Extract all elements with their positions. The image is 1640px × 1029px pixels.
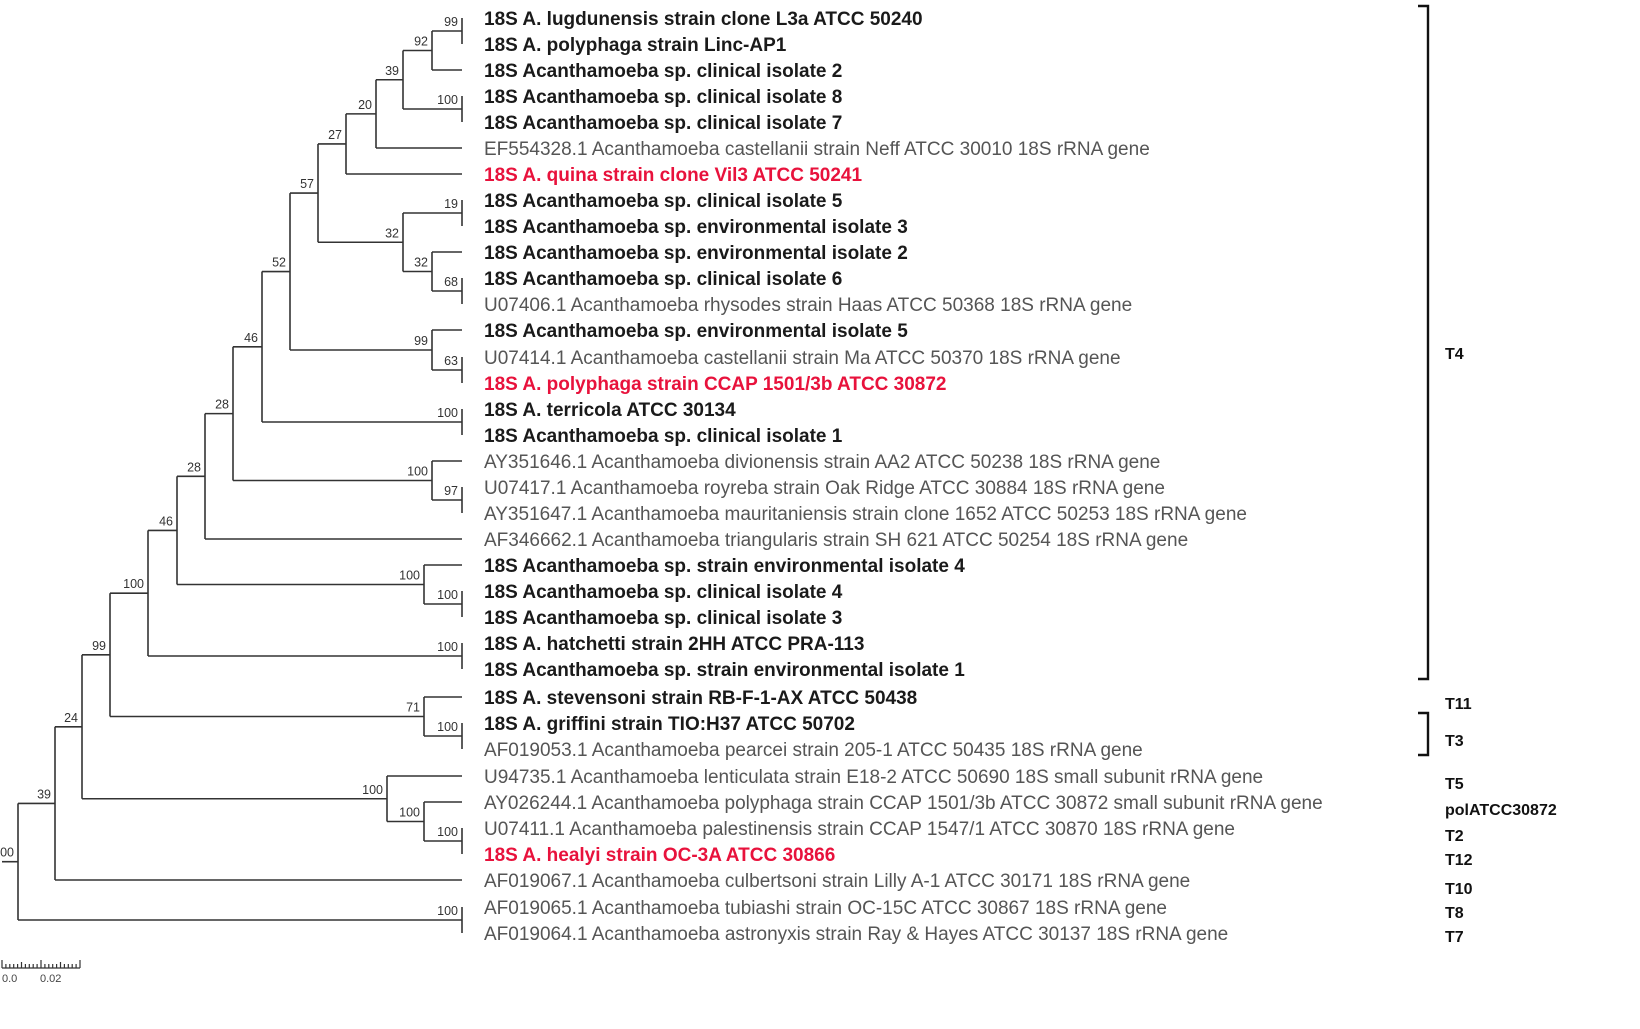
group-bracket — [1418, 4, 1430, 681]
bootstrap-value: 46 — [159, 514, 173, 528]
bootstrap-value: 100 — [437, 640, 458, 654]
bootstrap-value: 63 — [444, 354, 458, 368]
leaf-label: 18S Acanthamoeba sp. clinical isolate 4 — [484, 582, 843, 603]
group-label: T4 — [1445, 346, 1464, 363]
leaf-label: U07411.1 Acanthamoeba palestinensis stra… — [484, 819, 1235, 840]
leaf-labels: 18S A. lugdunensis strain clone L3a ATCC… — [484, 9, 1323, 945]
group-label: T8 — [1445, 905, 1464, 922]
leaf-label: 18S Acanthamoeba sp. strain environmenta… — [484, 660, 965, 681]
leaf-label: AY351646.1 Acanthamoeba divionensis stra… — [484, 452, 1160, 473]
group-label: T7 — [1445, 929, 1464, 946]
bootstrap-value: 27 — [328, 128, 342, 142]
leaf-label: AF019067.1 Acanthamoeba culbertsoni stra… — [484, 871, 1190, 892]
leaf-label: EF554328.1 Acanthamoeba castellanii stra… — [484, 139, 1150, 160]
bootstrap-value: 20 — [358, 98, 372, 112]
leaf-label: 18S Acanthamoeba sp. clinical isolate 8 — [484, 87, 842, 108]
leaf-label: U94735.1 Acanthamoeba lenticulata strain… — [484, 767, 1263, 788]
bootstrap-value: 100 — [399, 806, 420, 820]
leaf-label: 18S Acanthamoeba sp. clinical isolate 6 — [484, 269, 842, 290]
leaf-label: 18S Acanthamoeba sp. environmental isola… — [484, 243, 908, 264]
group-bracket — [1418, 711, 1430, 757]
bootstrap-value: 100 — [0, 846, 14, 860]
leaf-label: 18S A. healyi strain OC-3A ATCC 30866 — [484, 845, 835, 866]
leaf-label: 18S A. terricola ATCC 30134 — [484, 400, 736, 421]
leaf-label: 18S Acanthamoeba sp. environmental isola… — [484, 217, 908, 238]
scale-label: 0.0 — [2, 973, 17, 985]
bootstrap-value: 100 — [399, 569, 420, 583]
bootstrap-value: 28 — [215, 398, 229, 412]
bootstrap-value: 100 — [437, 825, 458, 839]
bootstrap-value: 39 — [385, 64, 399, 78]
leaf-label: 18S A. lugdunensis strain clone L3a ATCC… — [484, 9, 923, 30]
leaf-label: U07417.1 Acanthamoeba royreba strain Oak… — [484, 478, 1165, 499]
bootstrap-value: 39 — [37, 787, 51, 801]
leaf-label: 18S A. griffini strain TIO:H37 ATCC 5070… — [484, 714, 855, 735]
group-label: T3 — [1445, 733, 1464, 750]
bootstrap-value: 99 — [92, 639, 106, 653]
bootstrap-value: 52 — [272, 256, 286, 270]
group-label: T5 — [1445, 776, 1464, 793]
leaf-label: AF019064.1 Acanthamoeba astronyxis strai… — [484, 924, 1228, 945]
bootstrap-value: 46 — [244, 331, 258, 345]
leaf-label: 18S A. hatchetti strain 2HH ATCC PRA-113 — [484, 634, 864, 655]
bootstrap-value: 100 — [437, 904, 458, 918]
bootstrap-value: 100 — [362, 783, 383, 797]
leaf-label: AF019053.1 Acanthamoeba pearcei strain 2… — [484, 740, 1143, 761]
leaf-label: 18S A. quina strain clone Vil3 ATCC 5024… — [484, 165, 862, 186]
bootstrap-value: 92 — [414, 35, 428, 49]
bootstrap-value: 100 — [407, 465, 428, 479]
leaf-label: 18S Acanthamoeba sp. clinical isolate 7 — [484, 113, 842, 134]
leaf-label: 18S Acanthamoeba sp. strain environmenta… — [484, 556, 965, 577]
bootstrap-value: 71 — [406, 701, 420, 715]
leaf-label: 18S Acanthamoeba sp. clinical isolate 5 — [484, 191, 843, 212]
leaf-label: AY351647.1 Acanthamoeba mauritaniensis s… — [484, 504, 1247, 525]
group-label: T11 — [1445, 696, 1472, 713]
leaf-label: AY026244.1 Acanthamoeba polyphaga strain… — [484, 793, 1323, 814]
leaf-label: 18S A. polyphaga strain CCAP 1501/3b ATC… — [484, 374, 947, 395]
bootstrap-value: 57 — [300, 177, 314, 191]
group-label: T10 — [1445, 881, 1473, 898]
leaf-label: 18S A. polyphaga strain Linc-AP1 — [484, 35, 787, 56]
group-label: T2 — [1445, 828, 1464, 845]
leaf-label: 18S Acanthamoeba sp. clinical isolate 1 — [484, 426, 843, 447]
bootstrap-value: 97 — [444, 484, 458, 498]
leaf-label: 18S Acanthamoeba sp. clinical isolate 3 — [484, 608, 842, 629]
bootstrap-value: 100 — [437, 406, 458, 420]
leaf-label: 18S Acanthamoeba sp. clinical isolate 2 — [484, 61, 842, 82]
bootstrap-value: 99 — [414, 334, 428, 348]
bootstrap-value: 32 — [385, 226, 399, 240]
group-label: T12 — [1445, 852, 1473, 869]
scale-bar: 0.0 0.02 — [1, 960, 81, 985]
bootstrap-value: 100 — [437, 720, 458, 734]
leaf-label: 18S Acanthamoeba sp. environmental isola… — [484, 321, 908, 342]
leaf-label: AF346662.1 Acanthamoeba triangularis str… — [484, 530, 1188, 551]
bootstrap-value: 99 — [444, 15, 458, 29]
bootstrap-value: 28 — [187, 460, 201, 474]
bootstrap-value: 24 — [64, 711, 78, 725]
bootstrap-value: 19 — [444, 197, 458, 211]
leaf-label: AF019065.1 Acanthamoeba tubiashi strain … — [484, 898, 1167, 919]
leaf-label: U07406.1 Acanthamoeba rhysodes strain Ha… — [484, 295, 1132, 316]
bootstrap-value: 100 — [437, 93, 458, 107]
group-label: polATCC30872 — [1445, 802, 1557, 819]
leaf-label: U07414.1 Acanthamoeba castellanii strain… — [484, 348, 1121, 369]
leaf-label: 18S A. stevensoni strain RB-F-1-AX ATCC … — [484, 688, 917, 709]
bootstrap-value: 68 — [444, 275, 458, 289]
scale-label: 0.02 — [40, 973, 61, 985]
bootstrap-value: 32 — [414, 256, 428, 270]
bootstrap-value: 100 — [437, 588, 458, 602]
tree-branches — [2, 18, 463, 933]
bootstrap-values: 99 92 100 39 20 27 19 68 32 32 57 63 99 52 100 46 97 100 2… — [0, 15, 458, 918]
bootstrap-value: 100 — [123, 577, 144, 591]
